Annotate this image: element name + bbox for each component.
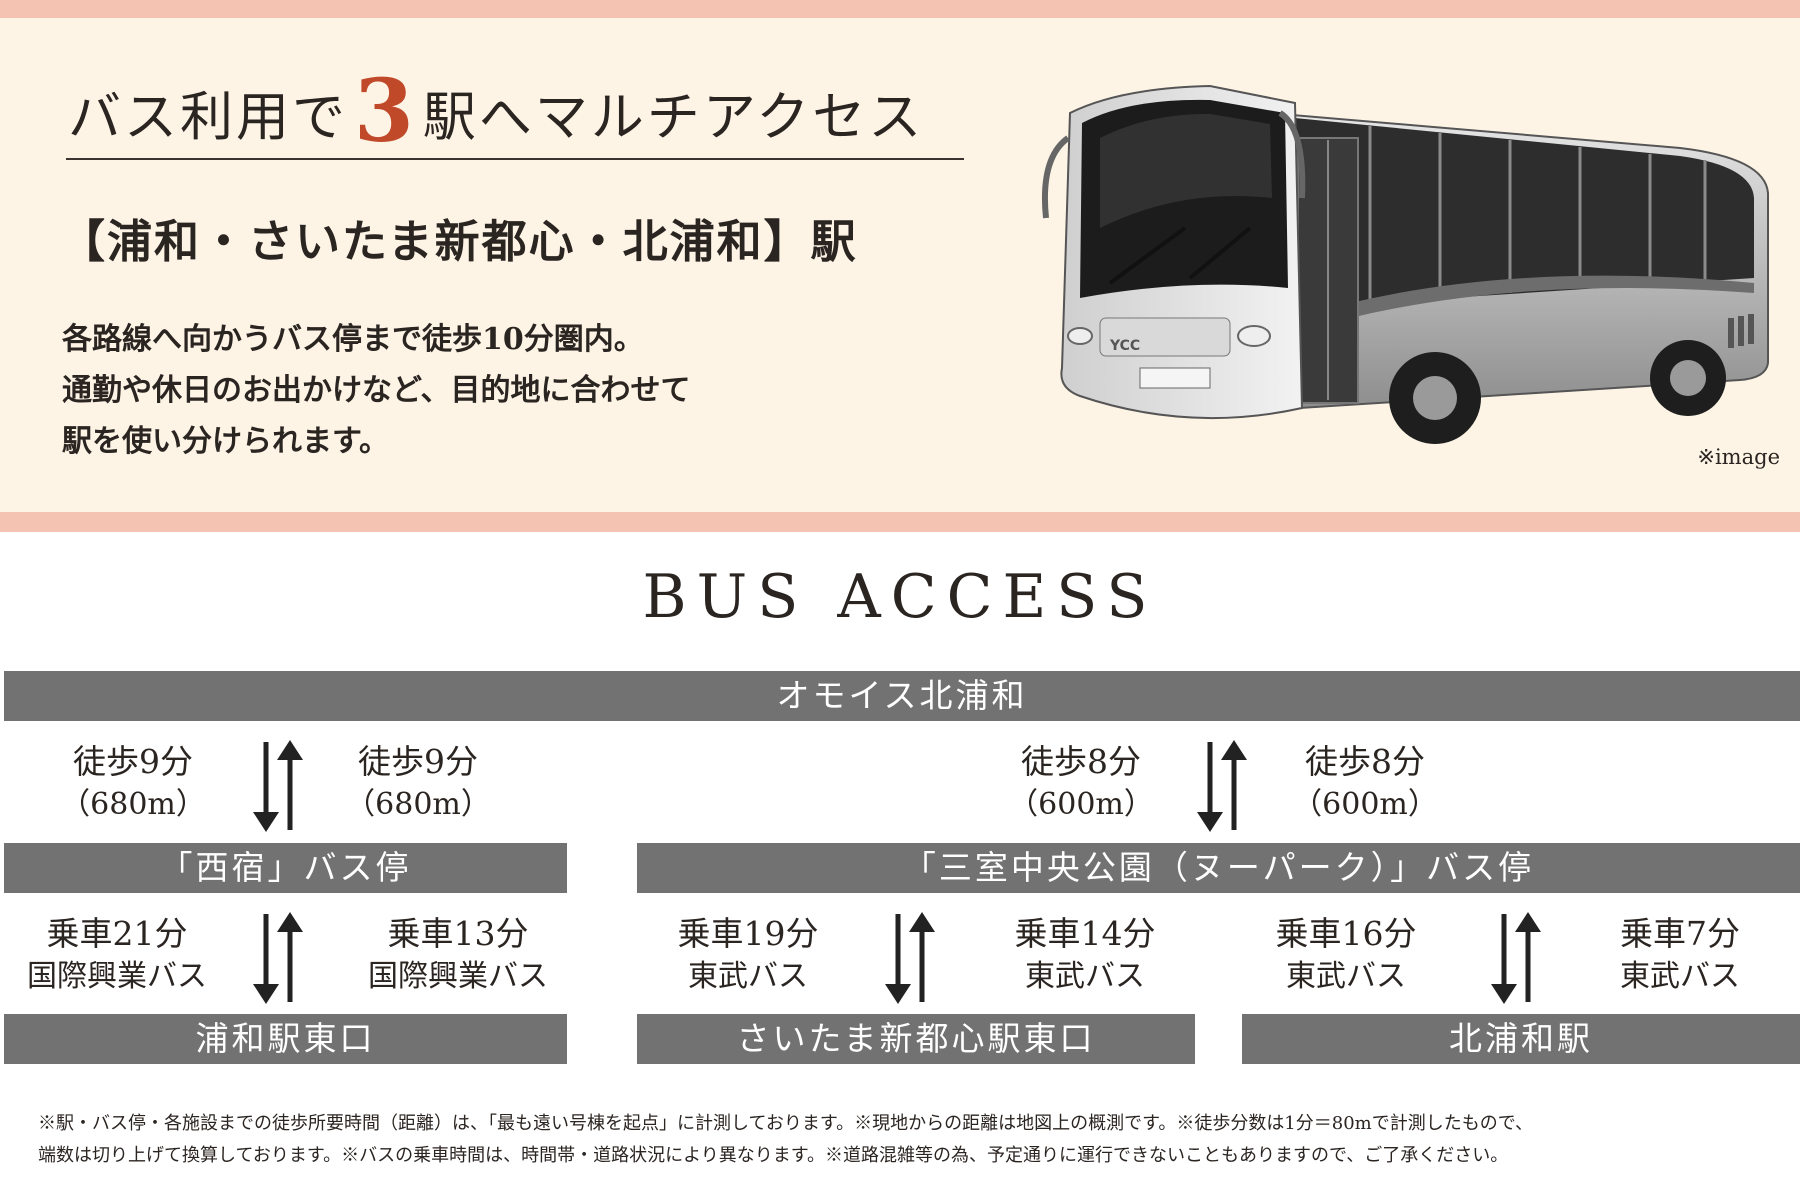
two-way-arrow-icon xyxy=(248,910,308,1006)
headline-underline xyxy=(66,158,964,160)
walk-label-nishijuku-up: 徒歩9分 （680m） xyxy=(318,740,518,826)
headline-pre: バス利用で xyxy=(68,87,348,148)
walk-distance: （680m） xyxy=(345,787,491,822)
two-way-arrow-icon xyxy=(248,738,308,834)
bus-illustration: YCC xyxy=(1041,84,1769,444)
station-bar-shintoshin: さいたま新都心駅東口 xyxy=(637,1014,1195,1064)
bus-plate: YCC xyxy=(1109,338,1140,354)
section-title: BUS ACCESS xyxy=(642,562,1158,632)
walk-label-nishijuku-down: 徒歩9分 （680m） xyxy=(33,740,233,826)
walk-distance: （600m） xyxy=(1292,787,1438,822)
walk-time: 徒歩9分 xyxy=(358,742,478,781)
station-bar-kitaurawa: 北浦和駅 xyxy=(1242,1014,1800,1064)
ride-time: 乗車21分 xyxy=(46,914,188,953)
walk-label-sanshitsu-up: 徒歩8分 （600m） xyxy=(1265,740,1465,826)
image-note: ※image xyxy=(1697,445,1780,469)
subheadline: 【浦和・さいたま新都心・北浦和】駅 xyxy=(60,215,858,268)
walk-distance: （680m） xyxy=(60,787,206,822)
ride-time: 乗車16分 xyxy=(1275,914,1417,953)
bus-stop-bar-sanshitsu: 「三室中央公園（ヌーパーク）」バス停 xyxy=(637,843,1800,893)
body-line: 駅を使い分けられます。 xyxy=(62,424,389,459)
two-way-arrow-icon xyxy=(1192,738,1252,834)
ride-label-shintoshin-up: 乗車14分 東武バス xyxy=(970,912,1200,998)
bus-line: 東武バス xyxy=(1025,959,1145,994)
body-line: 各路線へ向かうバス停まで徒歩10分圏内。 xyxy=(62,322,644,357)
footnote-line: ※駅・バス停・各施設までの徒歩所要時間（距離）は、「最も遠い号棟を起点」に計測し… xyxy=(38,1113,1534,1134)
bus-line: 東武バス xyxy=(688,959,808,994)
ride-label-shintoshin-down: 乗車19分 東武バス xyxy=(633,912,863,998)
ride-label-kitaurawa-down: 乗車16分 東武バス xyxy=(1231,912,1461,998)
origin-bar: オモイス北浦和 xyxy=(4,671,1800,721)
walk-time: 徒歩9分 xyxy=(73,742,193,781)
bus-line: 国際興業バス xyxy=(27,959,207,994)
walk-label-sanshitsu-down: 徒歩8分 （600m） xyxy=(981,740,1181,826)
ride-time: 乗車19分 xyxy=(677,914,819,953)
body-line: 通勤や休日のお出かけなど、目的地に合わせて xyxy=(62,373,691,408)
bus-line: 国際興業バス xyxy=(368,959,548,994)
walk-time: 徒歩8分 xyxy=(1305,742,1425,781)
walk-time: 徒歩8分 xyxy=(1021,742,1141,781)
footnote-line: 端数は切り上げて換算しております。※バスの乗車時間は、時間帯・道路状況により異な… xyxy=(38,1145,1509,1166)
banner-bottom-band xyxy=(0,512,1800,532)
ride-time: 乗車14分 xyxy=(1014,914,1156,953)
headline-number: 3 xyxy=(354,61,417,162)
bus-line: 東武バス xyxy=(1620,959,1740,994)
footnote: ※駅・バス停・各施設までの徒歩所要時間（距離）は、「最も遠い号棟を起点」に計測し… xyxy=(38,1108,1778,1172)
ride-label-urawa-up: 乗車13分 国際興業バス xyxy=(343,912,573,998)
station-bar-urawa: 浦和駅東口 xyxy=(4,1014,567,1064)
ride-time: 乗車7分 xyxy=(1620,914,1740,953)
walk-distance: （600m） xyxy=(1008,787,1154,822)
headline-post: 駅へマルチアクセス xyxy=(422,87,925,148)
ride-label-kitaurawa-up: 乗車7分 東武バス xyxy=(1565,912,1795,998)
ride-label-urawa-down: 乗車21分 国際興業バス xyxy=(2,912,232,998)
two-way-arrow-icon xyxy=(1486,910,1546,1006)
two-way-arrow-icon xyxy=(880,910,940,1006)
banner-top-band xyxy=(0,0,1800,18)
hero-body-text: 各路線へ向かうバス停まで徒歩10分圏内。 通勤や休日のお出かけなど、目的地に合わ… xyxy=(62,314,922,467)
ride-time: 乗車13分 xyxy=(387,914,529,953)
bus-stop-bar-nishijuku: 「西宿」バス停 xyxy=(4,843,567,893)
bus-line: 東武バス xyxy=(1286,959,1406,994)
